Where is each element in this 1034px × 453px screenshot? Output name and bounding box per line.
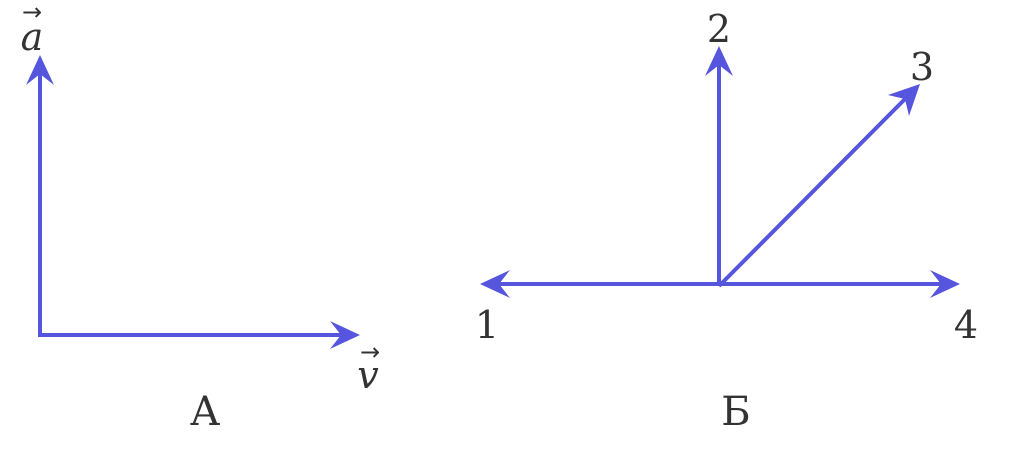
velocity-label: v xyxy=(357,353,379,397)
panel-b-label: Б xyxy=(721,389,750,435)
panel-b: 1 2 3 4 Б xyxy=(475,7,978,435)
direction-4-label: 4 xyxy=(954,303,978,347)
direction-3-arrow xyxy=(717,84,920,288)
acceleration-vector xyxy=(26,55,54,335)
acceleration-label: a xyxy=(21,15,44,59)
velocity-vector-mark: → xyxy=(360,338,380,366)
direction-3-label: 3 xyxy=(910,45,934,89)
direction-1-label: 1 xyxy=(475,303,499,347)
panel-a-label: А xyxy=(190,389,220,435)
direction-4-arrow xyxy=(718,270,960,298)
velocity-vector xyxy=(38,321,360,349)
direction-1-arrow xyxy=(480,270,720,298)
direction-2-label: 2 xyxy=(707,7,731,51)
direction-2-arrow xyxy=(705,46,733,286)
acceleration-vector-mark: → xyxy=(22,0,42,26)
panel-a: → a → v А xyxy=(21,0,380,435)
